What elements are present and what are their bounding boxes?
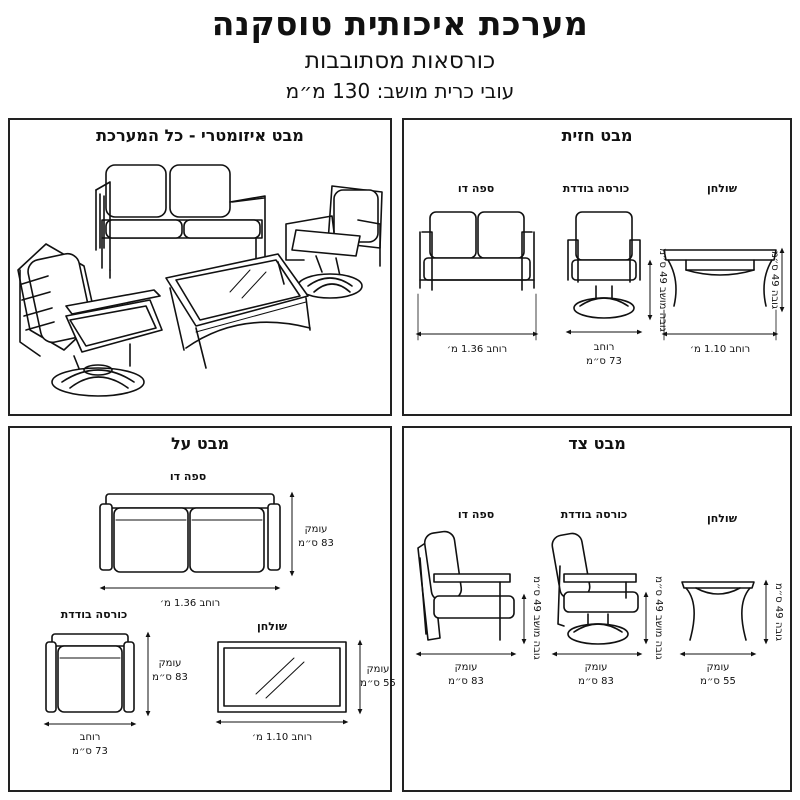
iso-coffee-table: [165, 253, 311, 369]
isometric-view-panel: מבט איזומטרי - כל המערכת: [8, 118, 392, 416]
side-table-depth-label: עומק: [707, 662, 730, 673]
front-table-label: שולחן: [707, 182, 738, 195]
top-sofa-width: רוחב 1.36 מ׳: [160, 598, 220, 609]
front-chair-seat-height: גובה מושב 49 ס״מ: [657, 248, 668, 332]
top-sofa-label: ספה דו: [170, 470, 206, 483]
front-table: [663, 249, 777, 307]
iso-swivel-chair-right: [285, 185, 383, 299]
side-swivel-chair: [551, 532, 639, 645]
side-loveseat: [417, 530, 515, 641]
side-sofa-depth-value: 83 ס״מ: [448, 676, 484, 687]
side-chair-label: כורסה בודדת: [561, 508, 627, 521]
front-chair-label: כורסה בודדת: [563, 182, 629, 195]
front-chair-width-value: 73 ס״מ: [586, 356, 622, 367]
front-view-panel: מבט חזית ספה דו כורסה בודדת שולחן: [402, 118, 792, 416]
front-sofa-width: רוחב 1.36 מ׳: [447, 344, 507, 355]
top-chair-width-value: 73 ס״מ: [72, 746, 108, 757]
isometric-view-title: מבט איזומטרי - כל המערכת: [96, 126, 304, 145]
top-table-depth-label: עומק: [367, 664, 390, 675]
front-table-height: גובה 49 ס״מ: [769, 251, 780, 309]
front-loveseat: [419, 211, 535, 291]
top-view-title: מבט על: [170, 434, 230, 453]
side-sofa-label: ספה דו: [458, 508, 494, 521]
top-chair-depth-value: 83 ס״מ: [152, 672, 188, 683]
page-title: מערכת איכותית טוסקנה: [211, 4, 589, 43]
side-chair-depth-label: עומק: [585, 662, 608, 673]
top-view-drawing: ספה דו עומק 83 ס״מ רוחב 1.36 מ׳ כורסה בו…: [43, 470, 396, 757]
front-view-drawing: ספה דו כורסה בודדת שולחן: [415, 182, 785, 367]
top-sofa-depth-label: עומק: [305, 524, 328, 535]
front-table-width: רוחב 1.10 מ׳: [690, 344, 750, 355]
side-table-depth-value: 55 ס״מ: [700, 676, 736, 687]
page-subtitle: כורסאות מסתובבות: [304, 48, 496, 74]
top-table-width: רוחב 1.10 מ׳: [252, 732, 312, 743]
front-chair-width-label: רוחב: [594, 342, 615, 353]
side-sofa-depth-label: עומק: [455, 662, 478, 673]
top-sofa-depth-value: 83 ס״מ: [298, 538, 334, 549]
side-chair-depth-value: 83 ס״מ: [578, 676, 614, 687]
isometric-drawing: [17, 164, 383, 397]
top-loveseat: [99, 493, 281, 573]
side-table-label: שולחן: [707, 512, 738, 525]
top-table: [217, 641, 347, 713]
side-sofa-seat-height: גובה מושב 49 ס״מ: [531, 576, 542, 660]
side-view-title: מבט צד: [568, 434, 626, 453]
front-view-title: מבט חזית: [561, 126, 633, 145]
top-table-label: שולחן: [257, 620, 288, 633]
side-view-drawing: ספה דו כורסה בודדת שולחן גובה מושב 49 ס״…: [415, 508, 784, 687]
side-chair-seat-height: גובה מושב 49 ס״מ: [653, 576, 664, 660]
front-sofa-label: ספה דו: [458, 182, 494, 195]
side-table-height: גובה 49 ס״מ: [773, 583, 784, 641]
top-chair-depth-label: עומק: [159, 658, 182, 669]
front-swivel-chair: [567, 211, 641, 319]
top-view-panel: מבט על ספה דו עומק 83 ס״מ רוחב 1.36 מ׳ כ…: [8, 426, 396, 792]
top-table-depth-value: 55 ס״מ: [360, 678, 396, 689]
iso-swivel-chair-left: [17, 243, 163, 397]
side-view-panel: מבט צד ספה דו כורסה בודדת שולחן גובה מוש…: [402, 426, 792, 792]
top-chair-width-label: רוחב: [80, 732, 101, 743]
iso-loveseat: [95, 164, 266, 279]
top-chair-label: כורסה בודדת: [61, 608, 127, 621]
top-chair: [45, 633, 135, 713]
cushion-note: עובי כרית מושב: 130 מ״מ: [285, 79, 515, 103]
side-table: [681, 581, 755, 641]
